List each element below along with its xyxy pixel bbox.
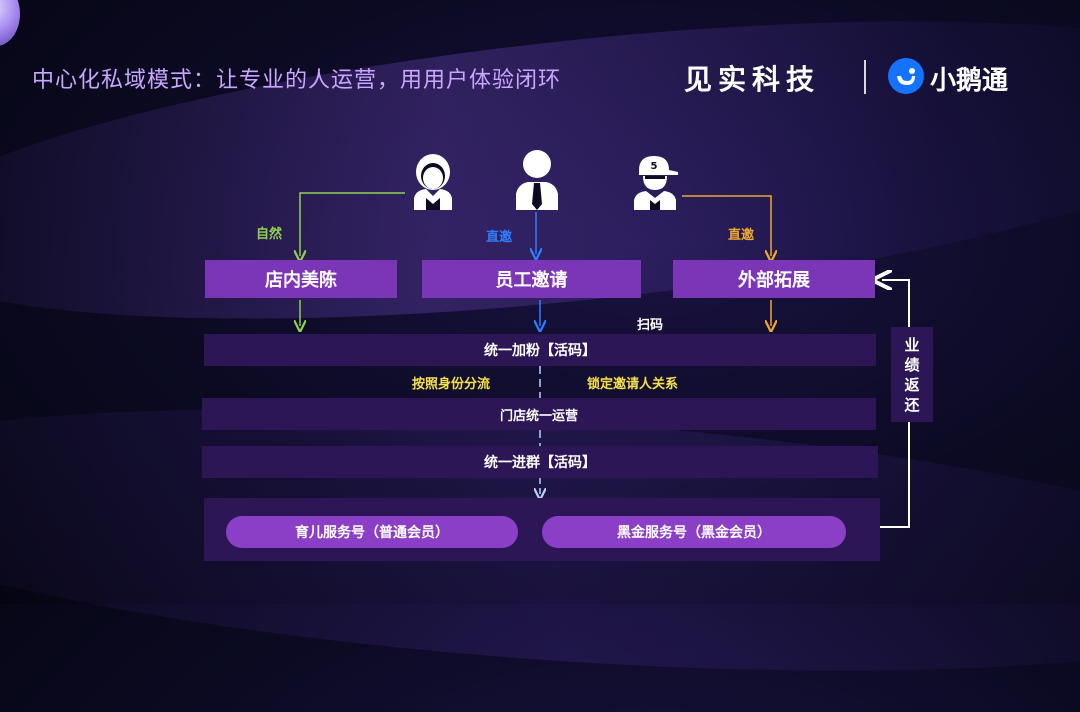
arrow-natural	[300, 192, 405, 256]
services-panel: 育儿服务号（普通会员） 黑金服务号（黑金会员）	[204, 498, 880, 561]
courier-badge: 5	[651, 161, 658, 172]
side-char-4: 还	[904, 395, 920, 414]
label-scan: 扫码	[637, 318, 664, 333]
person-employee-icon	[512, 148, 562, 214]
performance-return-box: 业 绩 返 还	[891, 327, 933, 422]
label-natural: 自然	[256, 227, 283, 242]
side-char-1: 业	[904, 335, 920, 354]
person-customer-icon	[408, 152, 458, 214]
source-employee-box: 员工邀请	[422, 260, 641, 298]
xiaoetong-logo-icon	[888, 58, 924, 94]
service-black-gold-pill: 黑金服务号（黑金会员）	[542, 516, 846, 548]
brand-divider	[864, 60, 866, 94]
label-lock-invite: 锁定邀请人关系	[587, 377, 679, 392]
side-char-2: 绩	[904, 355, 920, 374]
brand-jianshi: 见实科技	[684, 63, 821, 96]
label-direct-invite-right: 直邀	[728, 228, 755, 243]
bar-join-group: 统一进群【活码】	[202, 446, 878, 478]
arrow-direct-right	[682, 195, 771, 256]
label-direct-invite-center: 直邀	[486, 230, 513, 245]
bar-add-fans: 统一加粉【活码】	[204, 334, 876, 366]
brand-xiaoetong: 小鹅通	[930, 66, 1009, 96]
person-courier-icon: 5	[630, 152, 682, 214]
source-external-box: 外部拓展	[673, 260, 875, 298]
service-parenting-pill: 育儿服务号（普通会员）	[226, 516, 518, 548]
page-title: 中心化私域模式：让专业的人运营，用用户体验闭环	[32, 68, 562, 93]
side-char-3: 返	[904, 375, 920, 394]
label-split-by-identity: 按照身份分流	[412, 377, 491, 392]
bar-store-ops: 门店统一运营	[202, 398, 876, 430]
source-store-box: 店内美陈	[205, 260, 397, 298]
